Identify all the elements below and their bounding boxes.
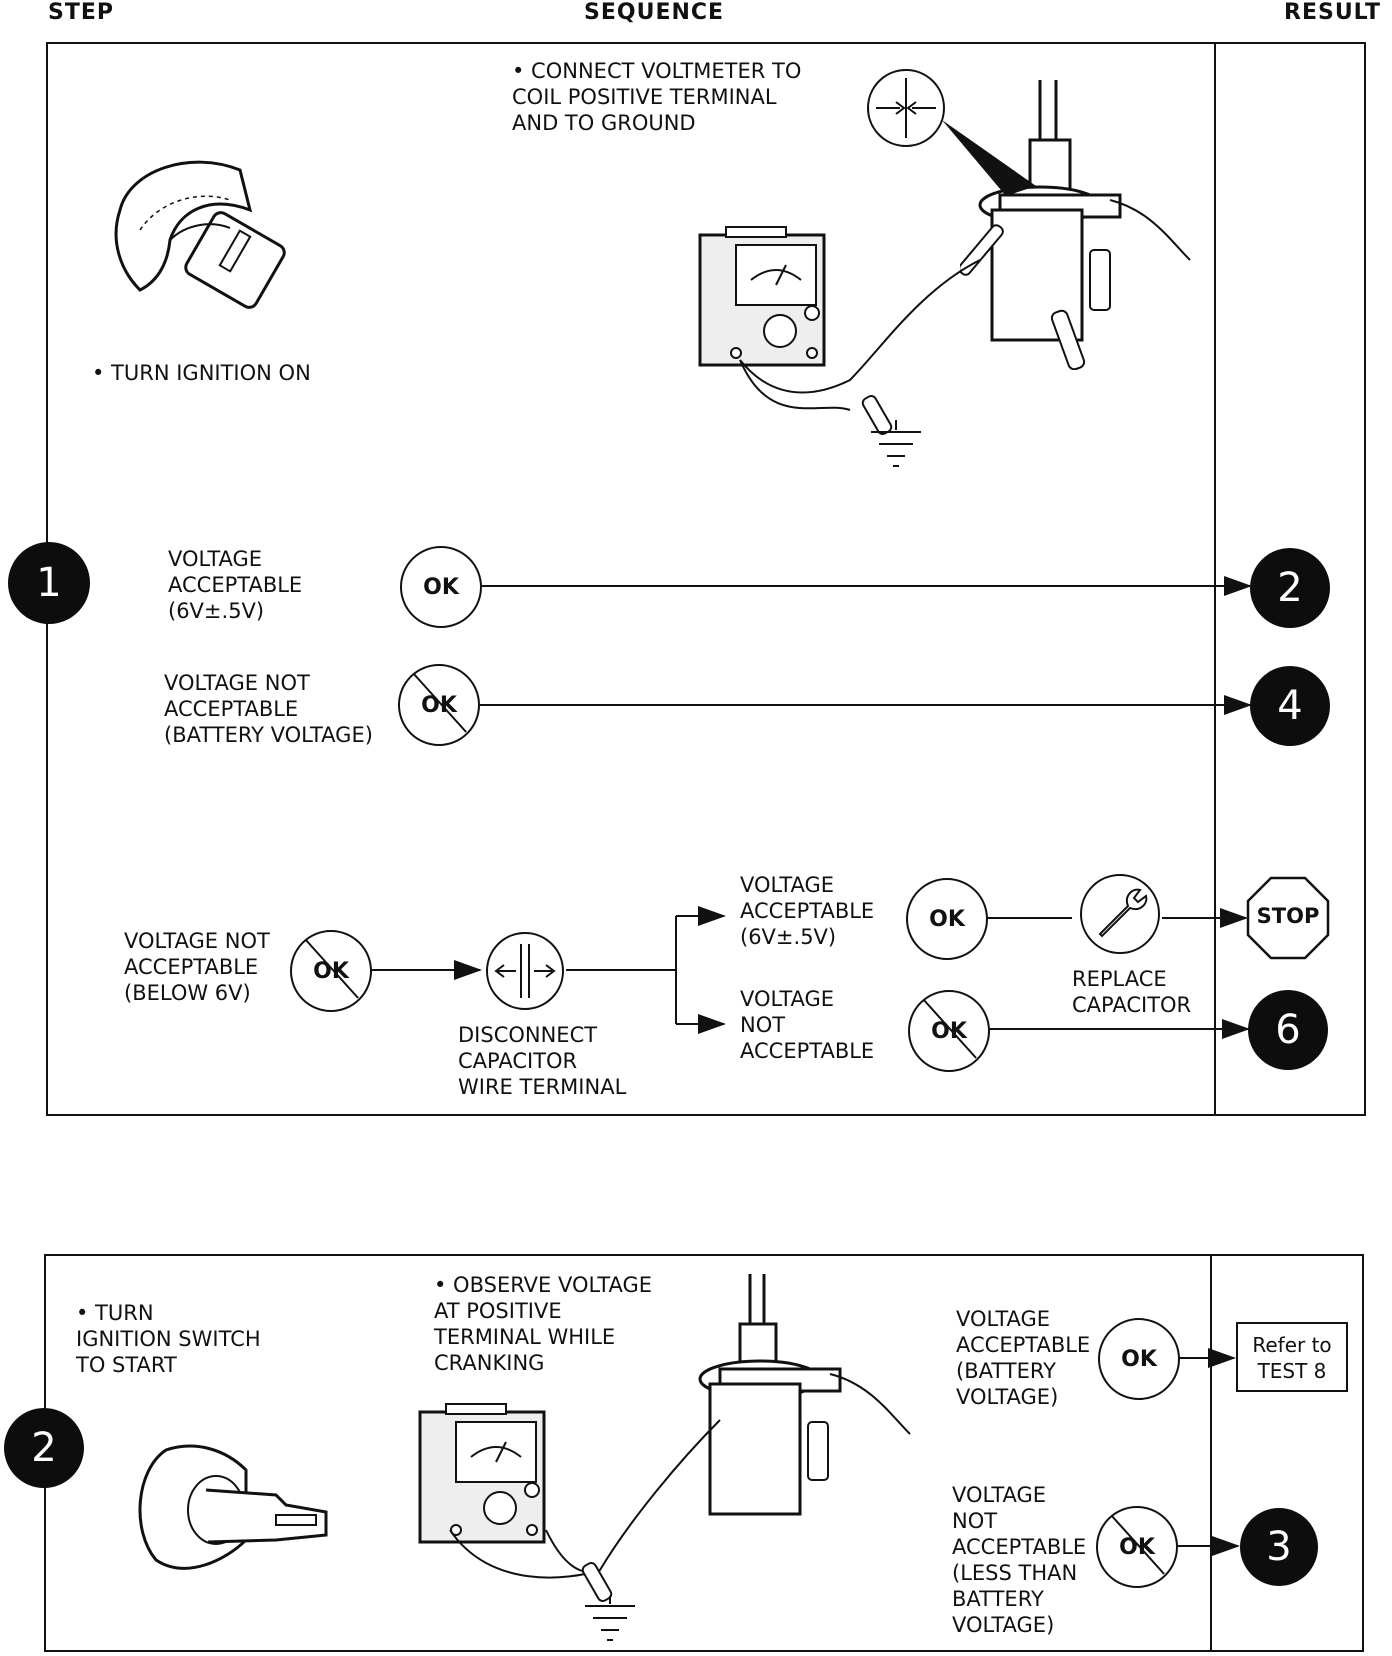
connector-icon	[867, 69, 1036, 196]
wrench-icon	[1080, 874, 1160, 954]
step2-badge: 2	[4, 1408, 84, 1488]
header-sequence: SEQUENCE	[584, 0, 725, 25]
step1-replace-capacitor: REPLACE CAPACITOR	[1072, 967, 1192, 1017]
step2-observe-note: • OBSERVE VOLTAGE AT POSITIVE TERMINAL W…	[434, 1273, 653, 1375]
step2-branch-a-ok: OK	[1098, 1318, 1180, 1400]
ignition-coil-icon	[960, 80, 1191, 370]
voltmeter-icon	[698, 226, 826, 367]
step1-result-goto-6[interactable]: 6	[1248, 990, 1328, 1070]
step1-disconnect-label: DISCONNECT CAPACITOR WIRE TERMINAL	[458, 1023, 627, 1099]
step1-branch-b-not-ok: OK	[398, 664, 480, 746]
step2-branch-b-label: VOLTAGE NOT ACCEPTABLE (LESS THAN BATTER…	[952, 1483, 1087, 1637]
step1-branch-b-label: VOLTAGE NOT ACCEPTABLE (BATTERY VOLTAGE)	[164, 671, 373, 747]
step1-branch-c-not-ok: OK	[290, 930, 372, 1012]
step1-branch-c-label: VOLTAGE NOT ACCEPTABLE (BELOW 6V)	[124, 929, 270, 1005]
step1-result-goto-4[interactable]: 4	[1250, 666, 1330, 746]
step1-badge: 1	[8, 542, 90, 624]
step2-refer-test-8[interactable]: Refer to TEST 8	[1236, 1322, 1348, 1392]
step2-result-column-divider	[1210, 1254, 1212, 1650]
header-step: STEP	[48, 0, 115, 25]
header-result: RESULT	[1284, 0, 1382, 25]
stop-sign-label: STOP	[1256, 904, 1320, 928]
ignition-switch-icon	[138, 1444, 328, 1570]
step1-result-goto-2[interactable]: 2	[1250, 548, 1330, 628]
probe-wire-icon	[739, 259, 981, 435]
step1-sub-b-not-ok: OK	[908, 990, 990, 1072]
step2-ground-icon	[585, 1596, 635, 1641]
step1-sub-a-label: VOLTAGE ACCEPTABLE (6V±.5V)	[740, 873, 875, 949]
step1-ignition-note: • TURN IGNITION ON	[92, 361, 311, 385]
step2-branch-a-label: VOLTAGE ACCEPTABLE (BATTERY VOLTAGE)	[956, 1307, 1091, 1409]
step1-branch-a-label: VOLTAGE ACCEPTABLE (6V±.5V)	[168, 547, 303, 623]
step2-ignition-note: • TURN IGNITION SWITCH TO START	[76, 1301, 261, 1377]
step1-result-column-divider	[1214, 42, 1216, 1114]
step2-voltmeter-icon	[418, 1403, 546, 1544]
step1-branch-a-ok: OK	[400, 546, 482, 628]
ignition-key-icon	[114, 160, 286, 309]
disconnect-capacitor-icon	[486, 932, 564, 1010]
ok-label: OK	[1121, 1346, 1157, 1372]
step2-coil-icon	[698, 1274, 911, 1516]
step2-result-goto-3[interactable]: 3	[1240, 1508, 1318, 1586]
ok-label: OK	[929, 906, 965, 932]
ground-icon	[871, 420, 921, 467]
step2-branch-b-not-ok: OK	[1096, 1506, 1178, 1588]
stop-sign-icon	[1246, 876, 1330, 960]
step2-probe-wire-icon	[449, 1419, 721, 1602]
step1-connect-note: • CONNECT VOLTMETER TO COIL POSITIVE TER…	[512, 59, 802, 135]
ok-label: OK	[423, 574, 459, 600]
step1-sub-b-label: VOLTAGE NOT ACCEPTABLE	[740, 987, 875, 1063]
step1-sub-a-ok: OK	[906, 878, 988, 960]
